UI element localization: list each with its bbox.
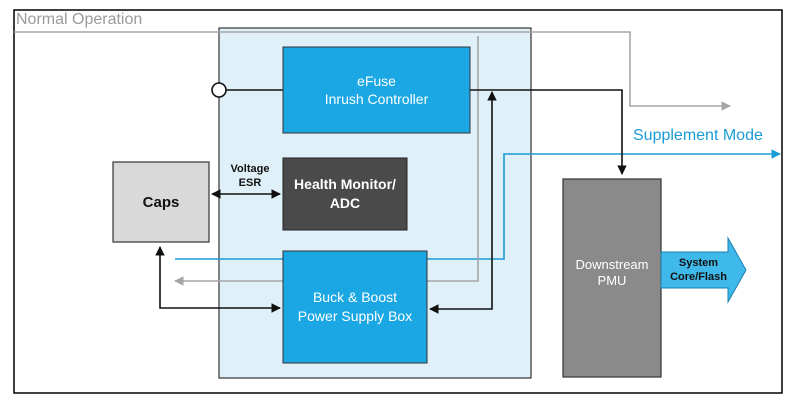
input-node <box>211 82 227 98</box>
caps-buck-arrow <box>155 246 281 313</box>
voltage-esr-label: Voltage ESR <box>230 163 270 189</box>
system-core-flash-label: System Core/Flash <box>670 257 727 283</box>
buck-efuse-arrow <box>429 91 497 314</box>
health-monitor-box <box>282 157 408 231</box>
caps-label: Caps <box>142 193 180 211</box>
downstream-pmu-label: Downstream PMU <box>575 257 649 288</box>
normal-operation-label: Normal Operation <box>16 11 143 28</box>
efuse-to-pmu-line <box>470 89 627 175</box>
health-monitor-label: Health Monitor/ ADC <box>294 176 396 211</box>
system-core-flash-arrow <box>660 236 747 304</box>
efuse-label: eFuse Inrush Controller <box>324 73 429 107</box>
buck-boost-box <box>282 250 428 364</box>
efuse-box <box>282 46 471 134</box>
buck-boost-label: Buck & Boost Power Supply Box <box>297 289 413 324</box>
supplement-mode-label: Supplement Mode <box>633 127 763 144</box>
caps-box <box>112 161 210 243</box>
normal-operation-line <box>14 31 731 111</box>
downstream-pmu-box <box>562 178 662 378</box>
